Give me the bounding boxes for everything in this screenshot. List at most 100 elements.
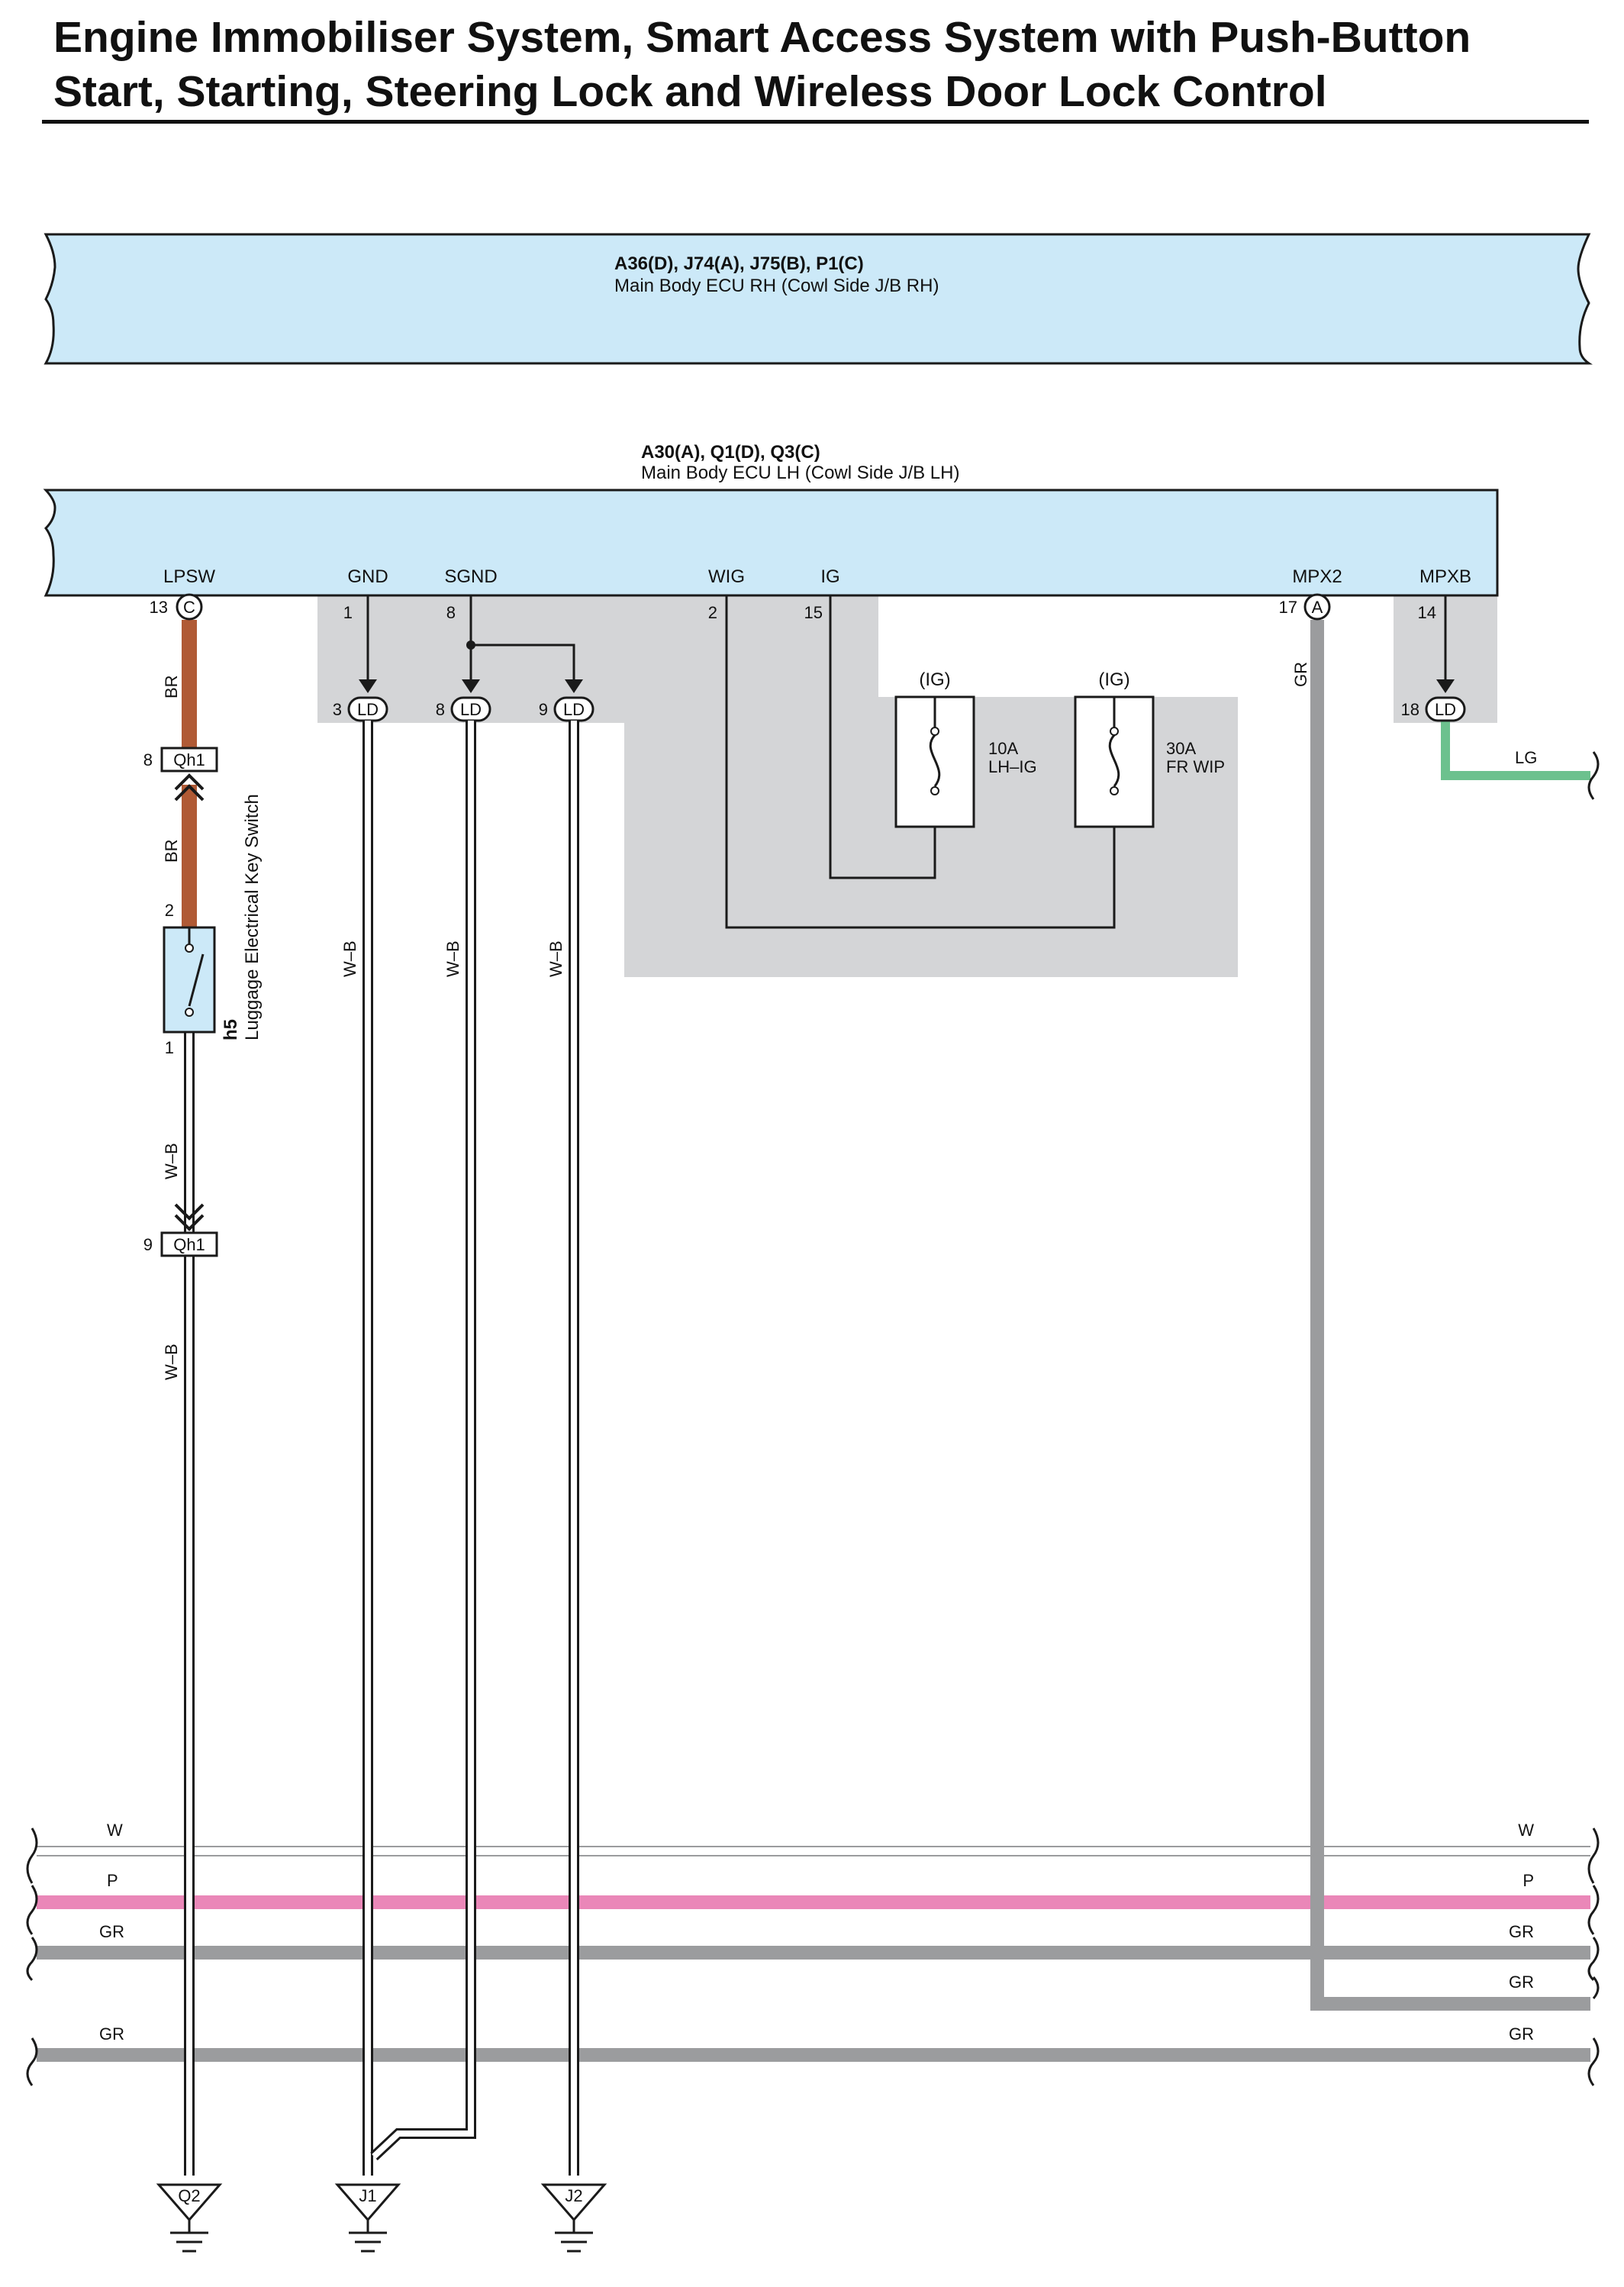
gr-wire-mpx2 <box>1310 620 1590 2011</box>
bus-break-right-2 <box>1587 1885 1600 1935</box>
qh1-connector-bottom <box>160 1231 218 1257</box>
mpxb-pin: 14 <box>1418 603 1436 622</box>
fuse-1-name: LH–IG <box>988 757 1037 776</box>
wb-wire-sgnd-inner <box>372 721 474 2159</box>
wb-wire-label-sgnd2: W–B <box>546 940 566 977</box>
mpxb-arrow <box>1436 679 1455 693</box>
fuse-1-rating: 10A <box>988 739 1018 758</box>
title-line-1: Engine Immobiliser System, Smart Access … <box>53 13 1471 62</box>
bus-break-right-1 <box>1587 1827 1600 1884</box>
mpx2-connector-a-label: A <box>1312 598 1323 617</box>
bus-break-left-2 <box>26 1885 38 1935</box>
ground-q2-label: Q2 <box>178 2186 200 2205</box>
jb-region-ground-fuse <box>317 595 1238 977</box>
mpx2-circuit: A 17 GR <box>1279 593 1590 2011</box>
terminal-lpsw: LPSW <box>163 566 215 587</box>
switch-code: h5 <box>221 1019 241 1040</box>
qh1-bottom-pin: 9 <box>143 1235 153 1254</box>
ig-wire <box>829 595 936 879</box>
lpsw-pin-number: 13 <box>150 598 168 617</box>
ecu-rh-name: Main Body ECU RH (Cowl Side J/B RH) <box>614 276 939 296</box>
bus-break-left-4 <box>26 2037 38 2086</box>
gnd-arrow <box>359 679 377 693</box>
terminal-mpx2: MPX2 <box>1292 566 1342 587</box>
sgnd-junction <box>466 640 475 650</box>
ecu-lh-block: LPSW GND SGND WIG IG MPX2 MPXB <box>43 489 1499 597</box>
terminal-wig: WIG <box>708 566 745 587</box>
qh1-top-label: Qh1 <box>173 750 205 769</box>
ld-connector-gnd-label: LD <box>357 700 379 719</box>
wb-wire-label-lpsw-2: W–B <box>162 1343 181 1380</box>
lg-wire-label: LG <box>1515 748 1537 767</box>
mpxb-circuit: 14 LD 18 LG <box>1401 595 1600 800</box>
fuse-2-terminal-top <box>1110 727 1119 736</box>
bus-break-left-3 <box>26 1937 38 1982</box>
wig-pin: 2 <box>708 603 717 622</box>
switch-arm <box>188 953 205 1007</box>
br-wire-label-2: BR <box>162 839 181 863</box>
lpsw-connector-c <box>176 593 203 621</box>
ecu-rh-block: A36(D), J74(A), J75(B), P1(C) Main Body … <box>44 233 1593 365</box>
switch-contact-top <box>185 944 194 953</box>
fuse-2-element <box>1108 734 1120 787</box>
ld-connector-sgnd-label: LD <box>460 700 482 719</box>
bus-break-left-1 <box>26 1827 38 1884</box>
lg-wire <box>1441 721 1590 780</box>
terminal-ig: IG <box>820 566 839 587</box>
lpsw-connector-c-label: C <box>183 598 195 617</box>
mpx2-connector-a <box>1303 593 1331 621</box>
fuse-1-terminal-top <box>930 727 939 736</box>
qh1-bottom-label: Qh1 <box>173 1235 205 1254</box>
ld-sgnd2-pin: 9 <box>539 700 548 719</box>
bus-break-right-3 <box>1587 1937 1600 1982</box>
ground-j1-label: J1 <box>359 2186 376 2205</box>
bus-break-right-5 <box>1587 2037 1600 2086</box>
ld-gnd-pin: 3 <box>333 700 342 719</box>
qh1-bottom-chevron <box>174 1203 205 1231</box>
fuse-2-terminal-bottom <box>1110 786 1119 795</box>
ld-sgnd-pin: 8 <box>436 700 445 719</box>
mpx2-pin: 17 <box>1279 598 1297 617</box>
qh1-top-pin: 8 <box>143 750 153 769</box>
lpsw-circuit: C 13 BR Qh1 8 BR 2 1 h5 Luggage Electric… <box>143 593 263 2176</box>
fuse-1-supply: (IG) <box>919 669 950 690</box>
gr-wire-label-mpx2: GR <box>1291 662 1310 687</box>
bus-label-left-gr-1: GR <box>99 1922 124 1941</box>
ground-circuits: 1 8 LD 3 LD 8 LD 9 W–B W–B W–B <box>333 595 594 2176</box>
switch-pin-top: 2 <box>165 901 174 920</box>
fuse-2-rating: 30A <box>1166 739 1196 758</box>
sgnd2-arrow <box>565 679 583 693</box>
ground-points: Q2 J1 J2 <box>156 2183 607 2253</box>
ecu-rh-box <box>44 233 1593 365</box>
ground-q2-triangle <box>156 2183 223 2222</box>
fuse-circuits: 2 15 (IG) 10A LH–IG (IG) 30A FR WIP <box>708 595 1225 929</box>
title-rule <box>42 120 1589 124</box>
switch-name: Luggage Electrical Key Switch <box>242 794 263 1040</box>
ground-j2-triangle <box>540 2183 607 2222</box>
terminal-gnd: GND <box>347 566 388 587</box>
wig-wire <box>725 595 1116 929</box>
fuse-1-element <box>929 734 941 787</box>
bus-label-right-gr-3: GR <box>1509 2024 1534 2043</box>
sgnd-arrow <box>462 679 480 693</box>
ld-connector-sgnd2-label: LD <box>563 700 585 719</box>
wb-wire-label-sgnd: W–B <box>443 940 462 977</box>
bus-wires: W P GR GR W P GR GR GR <box>26 1821 1600 2086</box>
ground-j1: J1 <box>334 2183 401 2253</box>
wb-wire-label-lpsw-1: W–B <box>162 1143 181 1179</box>
title-line-2: Start, Starting, Steering Lock and Wirel… <box>53 67 1327 116</box>
fuse-2-name: FR WIP <box>1166 757 1225 776</box>
ld-connector-mpxb <box>1425 696 1466 722</box>
ground-j2: J2 <box>540 2183 607 2253</box>
ground-j1-triangle <box>334 2183 401 2222</box>
fuse-1-terminal-bottom <box>930 786 939 795</box>
terminal-mpxb: MPXB <box>1419 566 1471 587</box>
ecu-rh-code: A36(D), J74(A), J75(B), P1(C) <box>614 253 864 274</box>
switch-contact-bottom <box>185 1008 194 1017</box>
ground-j2-label: J2 <box>565 2186 582 2205</box>
lg-wire-break <box>1587 751 1600 800</box>
diagram-title: Engine Immobiliser System, Smart Access … <box>53 11 1471 119</box>
wb-wire-label-gnd: W–B <box>340 940 359 977</box>
ground-q2: Q2 <box>156 2183 223 2253</box>
ecu-lh-name: Main Body ECU LH (Cowl Side J/B LH) <box>641 463 959 483</box>
